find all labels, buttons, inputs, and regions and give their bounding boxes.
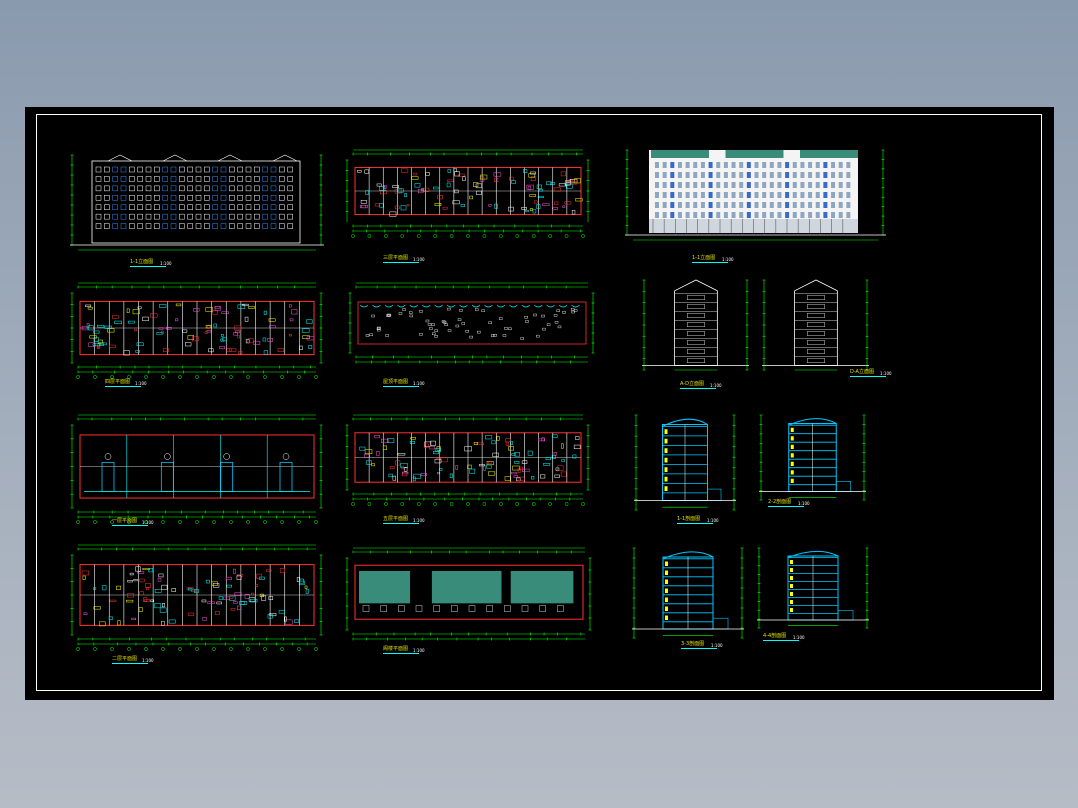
drawing-scale: 1:100 bbox=[793, 635, 805, 640]
drawing-title: 五层平面图 bbox=[383, 516, 409, 522]
drawing-linework bbox=[759, 414, 866, 501]
drawing-title-underline bbox=[383, 653, 419, 654]
drawing-scale: 1:100 bbox=[135, 381, 147, 386]
drawing-scale: 1:100 bbox=[707, 518, 719, 523]
drawing-title-underline bbox=[680, 388, 716, 389]
drawing-linework bbox=[345, 414, 590, 506]
drawing-linework bbox=[757, 547, 869, 629]
drawing-sheet-border bbox=[36, 114, 1042, 691]
drawing-section-b[interactable] bbox=[759, 414, 866, 501]
drawing-linework bbox=[642, 279, 749, 371]
drawing-linework bbox=[345, 149, 590, 238]
drawing-linework bbox=[345, 547, 592, 641]
drawing-scale: 1:100 bbox=[142, 658, 154, 663]
drawing-plan-5[interactable] bbox=[345, 414, 590, 506]
drawing-scale: 1:100 bbox=[413, 648, 425, 653]
drawing-title-underline bbox=[383, 262, 419, 263]
drawing-title-underline bbox=[692, 262, 728, 263]
drawing-section-c[interactable] bbox=[632, 547, 744, 639]
drawing-title-underline bbox=[768, 506, 804, 507]
drawing-title-underline bbox=[763, 640, 799, 641]
drawing-scale: 1:100 bbox=[722, 257, 734, 262]
drawing-elev-side-a[interactable] bbox=[642, 279, 749, 371]
drawing-title-underline bbox=[677, 523, 713, 524]
drawing-plan-1[interactable] bbox=[70, 414, 323, 524]
drawing-scale: 1:100 bbox=[711, 643, 723, 648]
drawing-title: 1-1立面图 bbox=[692, 255, 716, 261]
drawing-title: 四层平面图 bbox=[105, 379, 131, 385]
drawing-linework bbox=[632, 547, 744, 639]
drawing-plan-2[interactable] bbox=[70, 544, 323, 651]
drawing-linework bbox=[625, 149, 886, 241]
drawing-scale: 1:100 bbox=[413, 381, 425, 386]
drawing-title: A-D立面图 bbox=[680, 381, 704, 387]
drawing-elev-side-b[interactable] bbox=[762, 279, 869, 371]
drawing-title: 一层平面图 bbox=[112, 518, 138, 524]
drawing-section-d[interactable] bbox=[757, 547, 869, 629]
drawing-linework bbox=[634, 414, 736, 511]
drawing-linework bbox=[70, 414, 323, 524]
drawing-title-underline bbox=[850, 376, 886, 377]
drawing-scale: 1:100 bbox=[880, 371, 892, 376]
drawing-title: 4-4剖面图 bbox=[763, 633, 787, 639]
drawing-elev-front-left[interactable] bbox=[70, 154, 324, 251]
drawing-title-underline bbox=[112, 663, 148, 664]
drawing-linework bbox=[70, 544, 323, 651]
drawing-title: 2-2剖面图 bbox=[768, 499, 792, 505]
drawing-title: 屋顶平面图 bbox=[383, 379, 409, 385]
drawing-linework bbox=[70, 154, 324, 251]
drawing-linework bbox=[762, 279, 869, 371]
drawing-title: 三层平面图 bbox=[383, 255, 409, 261]
drawing-title: 1-1立面图 bbox=[130, 259, 154, 265]
drawing-title-underline bbox=[105, 386, 141, 387]
drawing-title: 二层平面图 bbox=[112, 656, 138, 662]
drawing-elev-front-right[interactable] bbox=[625, 149, 886, 241]
drawing-scale: 1:100 bbox=[160, 261, 172, 266]
drawing-plan-4[interactable] bbox=[70, 282, 323, 379]
drawing-plan-attic[interactable] bbox=[345, 547, 592, 641]
drawing-title: 1-1剖面图 bbox=[677, 516, 701, 522]
drawing-title: 3-3剖面图 bbox=[681, 641, 705, 647]
drawing-title-underline bbox=[130, 266, 166, 267]
drawing-title-underline bbox=[383, 523, 419, 524]
drawing-title-underline bbox=[112, 525, 148, 526]
drawing-plan-roof[interactable] bbox=[348, 282, 595, 364]
drawing-scale: 1:100 bbox=[413, 257, 425, 262]
drawing-title: 阁楼平面图 bbox=[383, 646, 409, 652]
drawing-scale: 1:100 bbox=[142, 520, 154, 525]
drawing-linework bbox=[348, 282, 595, 364]
drawing-section-a[interactable] bbox=[634, 414, 736, 511]
drawing-title: D-A立面图 bbox=[850, 369, 874, 375]
drawing-title-underline bbox=[681, 648, 717, 649]
drawing-scale: 1:100 bbox=[413, 518, 425, 523]
drawing-linework bbox=[70, 282, 323, 379]
drawing-plan-3[interactable] bbox=[345, 149, 590, 238]
drawing-scale: 1:100 bbox=[710, 383, 722, 388]
drawing-title-underline bbox=[383, 386, 419, 387]
drawing-scale: 1:100 bbox=[798, 501, 810, 506]
